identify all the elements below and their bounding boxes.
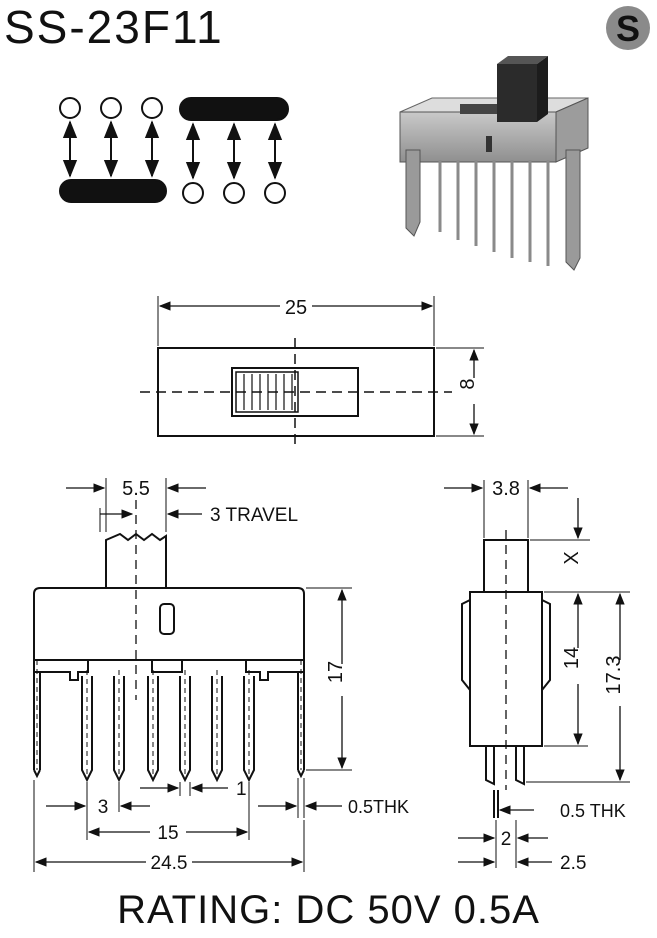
side-view: 3.8 X 14 17.3 0.5 THK 2 2.5 (444, 478, 630, 874)
front-view-actuator (105, 532, 167, 588)
part-number: SS-23F11 (4, 1, 224, 53)
front-view-height: 17 (325, 661, 347, 683)
side-view-pin-spacing: 2 (501, 829, 512, 850)
schematic-terminal (182, 182, 204, 204)
schematic (59, 97, 289, 204)
schematic-terminal (59, 97, 81, 119)
schematic-terminal (100, 97, 122, 119)
side-view-pin-offset: 2.5 (560, 853, 586, 874)
front-view-pin-width: 1 (236, 779, 247, 800)
side-view-body-height: 14 (561, 647, 583, 669)
rating-text: RATING: DC 50V 0.5A (117, 888, 540, 932)
side-view-actuator-height: X (561, 551, 583, 564)
logo-letter: S (616, 8, 640, 49)
front-view-body (33, 587, 305, 661)
front-view-pin-span: 15 (157, 823, 178, 844)
schematic-contact-bar (59, 179, 167, 203)
side-view-thickness: 0.5 THK (560, 801, 626, 821)
schematic-terminal (223, 182, 245, 204)
front-view-thickness: 0.5THK (348, 797, 409, 817)
front-view-actuator-width: 5.5 (122, 478, 150, 500)
side-view-actuator-width: 3.8 (492, 478, 520, 500)
front-view-pin-pitch: 3 (98, 797, 109, 818)
top-view-width: 25 (285, 297, 307, 319)
front-view-travel: 3 TRAVEL (210, 505, 298, 526)
logo: S (606, 6, 650, 50)
schematic-contact-bar (179, 97, 289, 121)
side-view-overall-height: 17.3 (603, 656, 625, 695)
top-view: 25 8 (140, 296, 484, 446)
schematic-terminal (141, 97, 163, 119)
schematic-terminal (264, 182, 286, 204)
top-view-height: 8 (457, 378, 479, 389)
product-photo (399, 56, 589, 271)
front-view-overall-width: 24.5 (151, 853, 188, 874)
front-view: 5.5 3 TRAVEL 17 3 1 0.5THK 15 24.5 (33, 478, 409, 874)
top-view-body (157, 347, 435, 437)
